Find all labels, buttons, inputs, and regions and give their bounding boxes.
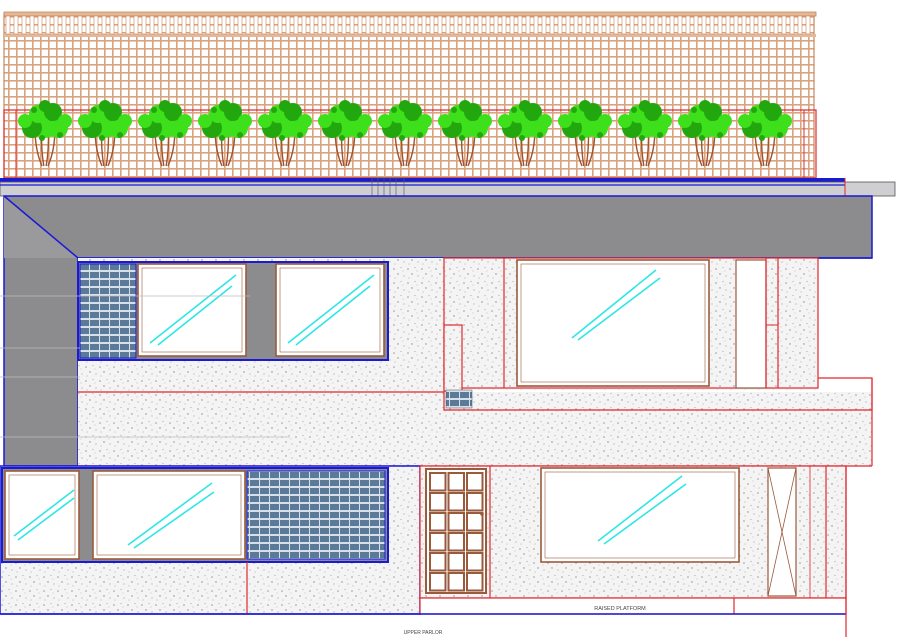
planter-plant <box>738 100 792 167</box>
upper-grille-screen <box>79 263 137 359</box>
planter-plant <box>498 100 552 167</box>
ground-line <box>0 466 847 637</box>
raised-platform: RAISED PLATFORM <box>419 597 847 615</box>
upper-window-middle <box>275 263 385 357</box>
lower-floor-right <box>419 465 847 599</box>
upper-window-large <box>516 259 710 387</box>
entry-door <box>425 468 487 594</box>
planter-plant <box>258 100 312 167</box>
planter-plant <box>198 100 252 167</box>
raised-platform-label: RAISED PLATFORM <box>594 606 646 612</box>
upper-floor-left <box>77 258 446 392</box>
planter-plant <box>78 100 132 167</box>
lower-floor-left <box>0 465 421 615</box>
upper-window-left <box>137 263 247 357</box>
roof-trellis <box>3 11 817 180</box>
planter-plant <box>558 100 612 167</box>
mid-floor-band <box>78 377 873 467</box>
parapet-band <box>0 177 896 199</box>
lower-window-middle <box>92 470 246 560</box>
mid-vent-grille <box>445 389 473 409</box>
planter-plant <box>18 100 72 167</box>
planter-plant <box>138 100 192 167</box>
lower-window-left <box>4 470 80 560</box>
planter-plant <box>438 100 492 167</box>
planter-plant <box>318 100 372 167</box>
side-column <box>767 466 827 598</box>
lower-window-right <box>540 467 740 563</box>
planter-plant <box>378 100 432 167</box>
bottom-note-label: UPPER PARLOR <box>404 630 443 636</box>
lower-grille-screen <box>246 470 386 560</box>
planter-plant <box>678 100 732 167</box>
trellis-top-rail <box>5 15 811 35</box>
upper-floor-right <box>443 257 819 392</box>
planter-plants <box>18 100 792 167</box>
planter-plant <box>618 100 672 167</box>
